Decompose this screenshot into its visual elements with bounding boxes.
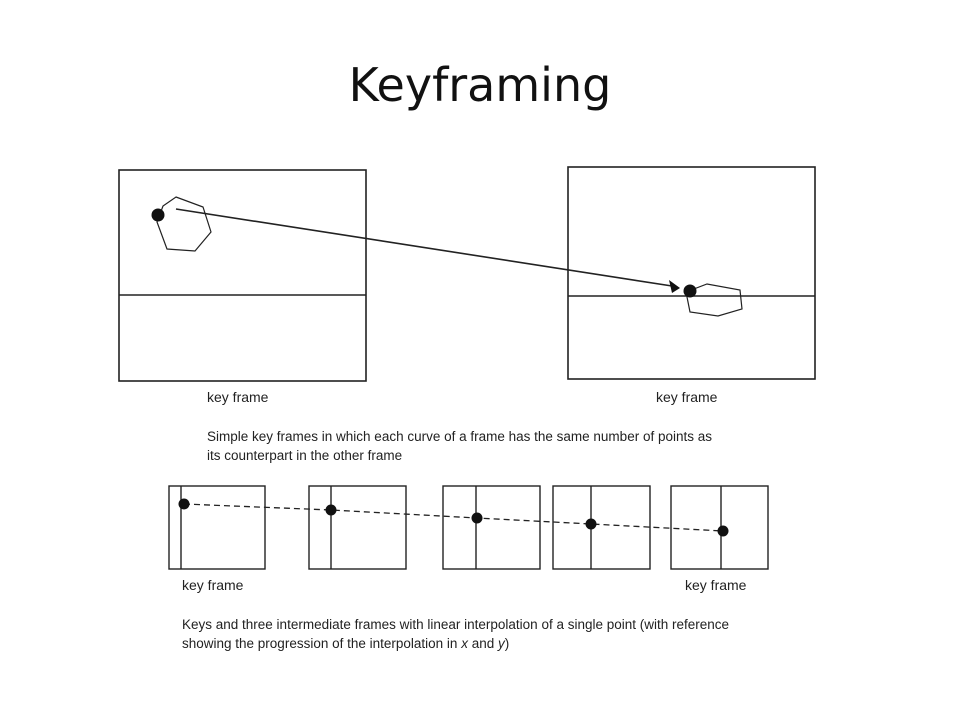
point-frame-3 xyxy=(471,512,483,524)
heptagon-shape-start xyxy=(156,196,212,252)
slide-title: Keyframing xyxy=(348,58,612,112)
point-frame-5 xyxy=(717,525,729,537)
bottom-caption-line-1: Keys and three intermediate frames with … xyxy=(182,617,730,632)
control-point-start xyxy=(151,208,165,222)
point-frame-1 xyxy=(178,498,190,510)
top-caption-line-1: Simple key frames in which each curve of… xyxy=(207,429,712,444)
caption-close: ) xyxy=(504,636,510,651)
bottom-caption: Keys and three intermediate frames with … xyxy=(182,615,729,653)
interpolation-frames xyxy=(168,485,769,570)
frame-3 xyxy=(442,485,541,570)
caption-x-var: x xyxy=(461,636,468,651)
top-left-keyframe-label: key frame xyxy=(207,389,269,405)
top-right-keyframe-label: key frame xyxy=(656,389,718,405)
heptagon-shape-end xyxy=(685,283,743,317)
bottom-caption-line-2: showing the progression of the interpola… xyxy=(182,636,462,651)
interpolated-points xyxy=(178,498,729,537)
top-right-keyframe xyxy=(567,166,816,380)
bottom-right-keyframe-label: key frame xyxy=(685,577,747,593)
correspondence-arrow xyxy=(175,208,680,293)
frame-2 xyxy=(308,485,407,570)
bottom-left-keyframe-label: key frame xyxy=(182,577,244,593)
frame-1 xyxy=(168,485,266,570)
frame-4 xyxy=(552,485,651,570)
point-frame-2 xyxy=(325,504,337,516)
control-point-end xyxy=(683,284,697,298)
point-frame-4 xyxy=(585,518,597,530)
caption-and: and xyxy=(467,636,498,651)
top-left-keyframe xyxy=(118,169,367,382)
top-caption: Simple key frames in which each curve of… xyxy=(207,427,712,465)
top-caption-line-2: its counterpart in the other frame xyxy=(207,448,403,463)
arrow-head-icon xyxy=(669,280,680,293)
caption-y-var: y xyxy=(497,636,505,651)
